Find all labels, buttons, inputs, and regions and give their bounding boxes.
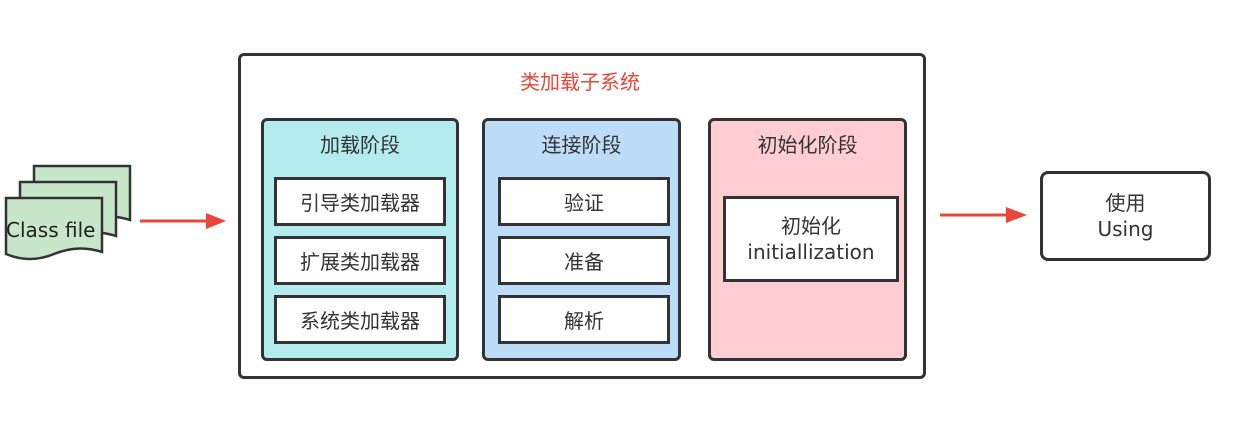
loading-stage-title: 加载阶段 [320,133,400,157]
preparation-box: 准备 [498,236,670,285]
initialization-box-line1: 初始化 [781,214,841,238]
arrow-classfile-to-subsystem [140,213,226,229]
extension-classloader-box: 扩展类加载器 [274,236,446,285]
system-classloader-box: 系统类加载器 [274,295,446,344]
initialization-box-line2: initiallization [747,240,875,264]
initialization-stage-title: 初始化阶段 [757,133,858,157]
verification-box: 验证 [498,177,670,226]
bootstrap-classloader-box: 引导类加载器 [274,177,446,226]
initialization-box: 初始化 initiallization [723,196,899,282]
using-label-cn: 使用 [1105,191,1146,215]
class-file-label: Class file [6,218,96,242]
using-label-en: Using [1097,217,1154,241]
using-box: 使用 Using [1040,171,1211,261]
arrow-subsystem-to-using [940,207,1027,223]
subsystem-title: 类加载子系统 [520,70,640,94]
linking-stage-title: 连接阶段 [541,133,622,157]
class-file-document-icon [4,164,132,261]
resolution-box: 解析 [498,295,670,344]
